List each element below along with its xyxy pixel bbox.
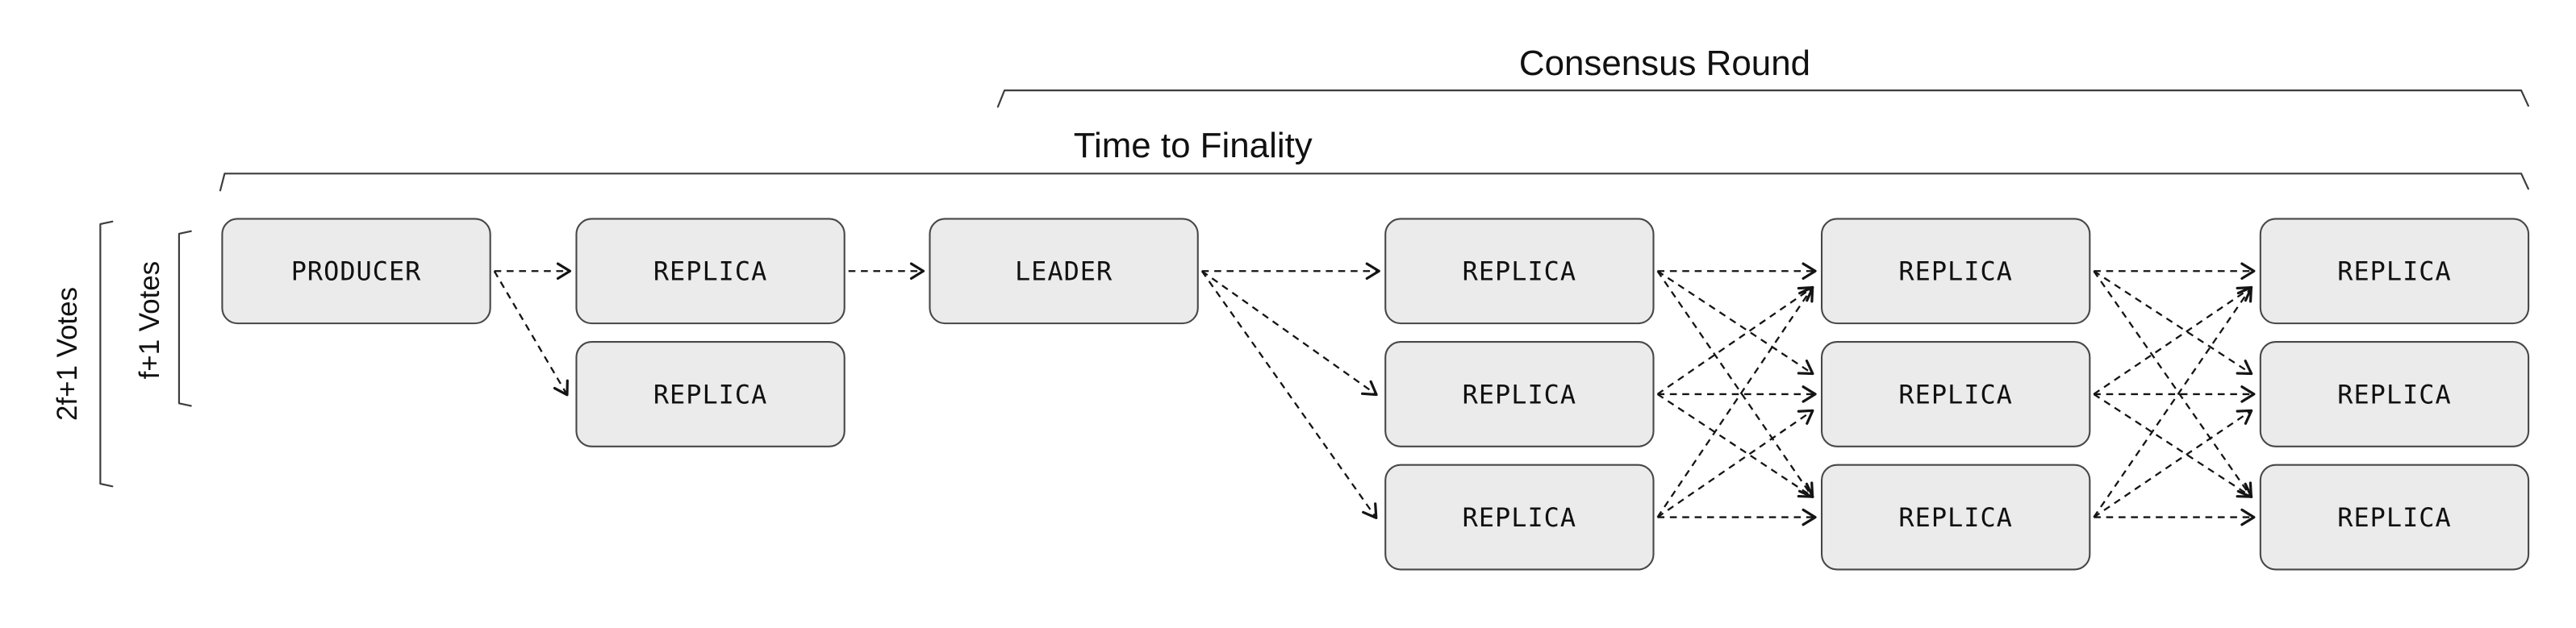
votes-f1-label: f+1 Votes — [134, 261, 165, 380]
node-replica-d2-box — [2259, 341, 2530, 447]
node-replica-d3: REPLICA — [2259, 464, 2530, 571]
node-producer-box — [221, 218, 491, 325]
arrow-replica-c3-to-replica-d2 — [2093, 409, 2253, 518]
node-producer: PRODUCER — [221, 218, 491, 325]
node-replica-a1: REPLICA — [575, 218, 845, 325]
arrow-replica-c1-to-replica-d2 — [2093, 270, 2253, 376]
node-leader-box — [929, 218, 1199, 325]
nodes: PRODUCER REPLICA REPLICA LEADER REPLICA REPLI… — [221, 218, 2530, 571]
node-replica-a1-box — [575, 218, 845, 325]
node-replica-c3-box — [1820, 464, 2091, 571]
votes-f1-bracket — [177, 230, 192, 407]
node-replica-c1: REPLICA — [1820, 218, 2091, 325]
node-replica-b2-box — [1384, 341, 1655, 447]
node-producer-label: PRODUCER — [291, 256, 422, 287]
node-replica-b2: REPLICA — [1384, 341, 1655, 447]
arrow-replica-b2-to-replica-c1 — [1656, 286, 1814, 395]
annotation-brackets: Consensus Round Time to Finality 2f+1 Vo… — [52, 44, 2530, 488]
message-arrows — [493, 262, 2256, 526]
arrow-replica-c2-to-replica-d3 — [2093, 393, 2253, 498]
node-replica-b1: REPLICA — [1384, 218, 1655, 325]
arrow-replica-b2-to-replica-c3 — [1656, 393, 1814, 498]
arrow-replica-b1-to-replica-c3 — [1656, 270, 1814, 499]
arrow-replica-b3-to-replica-c2 — [1656, 409, 1814, 518]
node-replica-b3-label: REPLICA — [1463, 502, 1576, 533]
consensus-round-label: Consensus Round — [1519, 44, 1810, 83]
node-replica-a2-label: REPLICA — [653, 379, 767, 410]
node-replica-a2-box — [575, 341, 845, 447]
time-to-finality-label: Time to Finality — [1074, 126, 1313, 165]
consensus-round-bracket — [996, 89, 2530, 108]
arrow-leader-to-replica-b2 — [1201, 270, 1378, 397]
node-replica-c2-label: REPLICA — [1898, 379, 2012, 410]
node-replica-b3-box — [1384, 464, 1655, 571]
node-replica-b3: REPLICA — [1384, 464, 1655, 571]
node-replica-a1-label: REPLICA — [653, 256, 767, 287]
node-replica-d1: REPLICA — [2259, 218, 2530, 325]
node-replica-c2-box — [1820, 341, 2091, 447]
node-replica-c2: REPLICA — [1820, 341, 2091, 447]
node-replica-c1-label: REPLICA — [1898, 256, 2012, 287]
arrow-leader-to-replica-b3 — [1200, 270, 1378, 519]
arrow-replica-c1-to-replica-d3 — [2093, 270, 2253, 499]
arrow-replica-c2-to-replica-d1 — [2093, 286, 2253, 395]
node-replica-d1-label: REPLICA — [2337, 256, 2451, 287]
node-replica-c3-label: REPLICA — [1898, 502, 2012, 533]
node-replica-d3-label: REPLICA — [2337, 502, 2451, 533]
node-replica-c3: REPLICA — [1820, 464, 2091, 571]
node-replica-a2: REPLICA — [575, 341, 845, 447]
node-leader-label: LEADER — [1015, 256, 1113, 287]
node-replica-b1-box — [1384, 218, 1655, 325]
arrow-replica-b1-to-replica-c2 — [1656, 270, 1814, 376]
node-replica-d3-box — [2259, 464, 2530, 571]
node-replica-c1-box — [1820, 218, 2091, 325]
arrow-replica-b3-to-replica-c1 — [1656, 285, 1814, 518]
votes-2f1-label: 2f+1 Votes — [52, 287, 83, 421]
time-to-finality-bracket — [219, 173, 2530, 192]
arrow-replica-c3-to-replica-d1 — [2093, 285, 2253, 518]
node-replica-d2: REPLICA — [2259, 341, 2530, 447]
node-replica-b2-label: REPLICA — [1463, 379, 1576, 410]
node-replica-d1-box — [2259, 218, 2530, 325]
node-leader: LEADER — [929, 218, 1199, 325]
votes-2f1-bracket — [99, 220, 114, 488]
arrow-producer-to-replica-a2 — [493, 270, 569, 397]
node-replica-b1-label: REPLICA — [1463, 256, 1576, 287]
node-replica-d2-label: REPLICA — [2337, 379, 2451, 410]
